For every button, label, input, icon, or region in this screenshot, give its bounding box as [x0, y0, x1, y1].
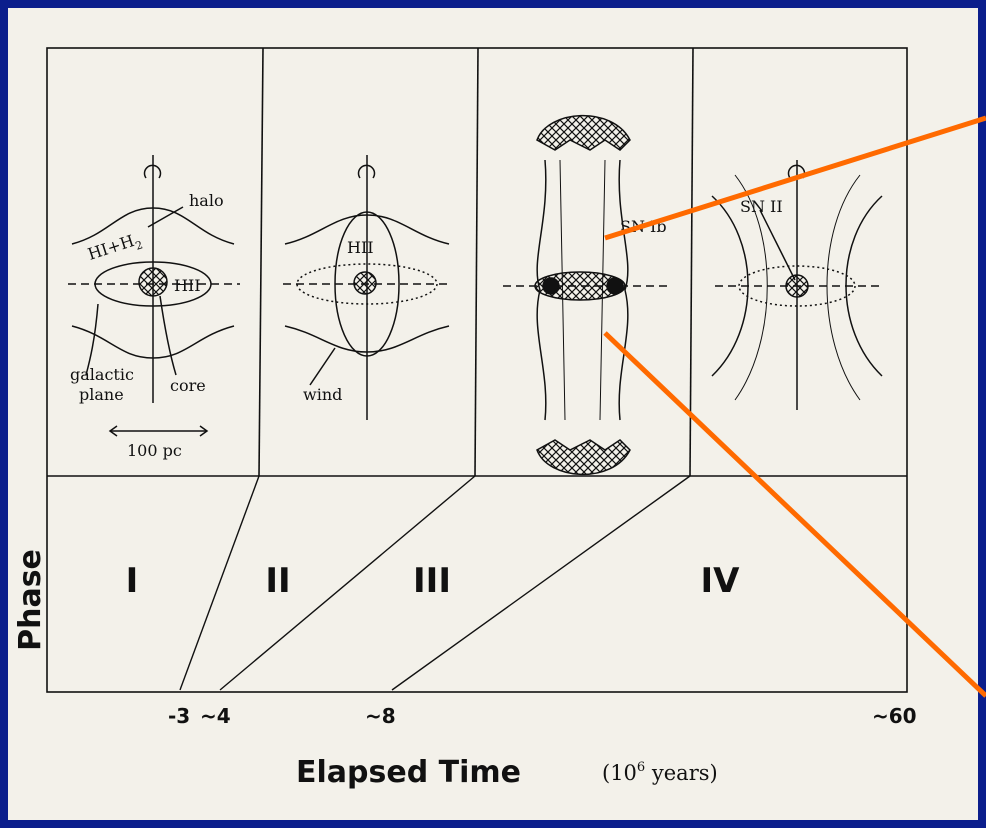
phase-label-1: I — [126, 561, 139, 601]
label-wind: wind — [303, 385, 342, 404]
tick-8: ~8 — [365, 704, 396, 728]
panel-2-drawing — [283, 155, 452, 420]
label-halo: halo — [189, 191, 224, 210]
highlight-line-upper — [605, 118, 986, 238]
tick-3: -3 — [168, 704, 190, 728]
highlight-line-lower — [605, 333, 986, 696]
label-galactic: galactic — [70, 365, 134, 384]
x-axis-title: Elapsed Time — [296, 755, 521, 790]
tick-60: ~60 — [872, 704, 917, 728]
tick-4: ~4 — [200, 704, 231, 728]
divider-2 — [475, 48, 478, 476]
phase-label-3: III — [413, 561, 451, 601]
label-hii-1: HII — [174, 276, 201, 295]
phase-line-1 — [180, 476, 259, 690]
x-axis-unit: (106 years) — [602, 760, 718, 785]
label-sn-ii: SN II — [740, 197, 783, 216]
label-scale: 100 pc — [127, 441, 182, 460]
label-hii-2: HII — [347, 238, 374, 257]
divider-1 — [259, 48, 263, 476]
label-plane: plane — [79, 385, 124, 404]
phase-label-4: IV — [701, 561, 741, 601]
y-axis-title: Phase — [13, 549, 48, 651]
label-core: core — [170, 376, 206, 395]
phase-label-2: II — [265, 561, 290, 601]
panel-3-drawing — [503, 116, 672, 475]
